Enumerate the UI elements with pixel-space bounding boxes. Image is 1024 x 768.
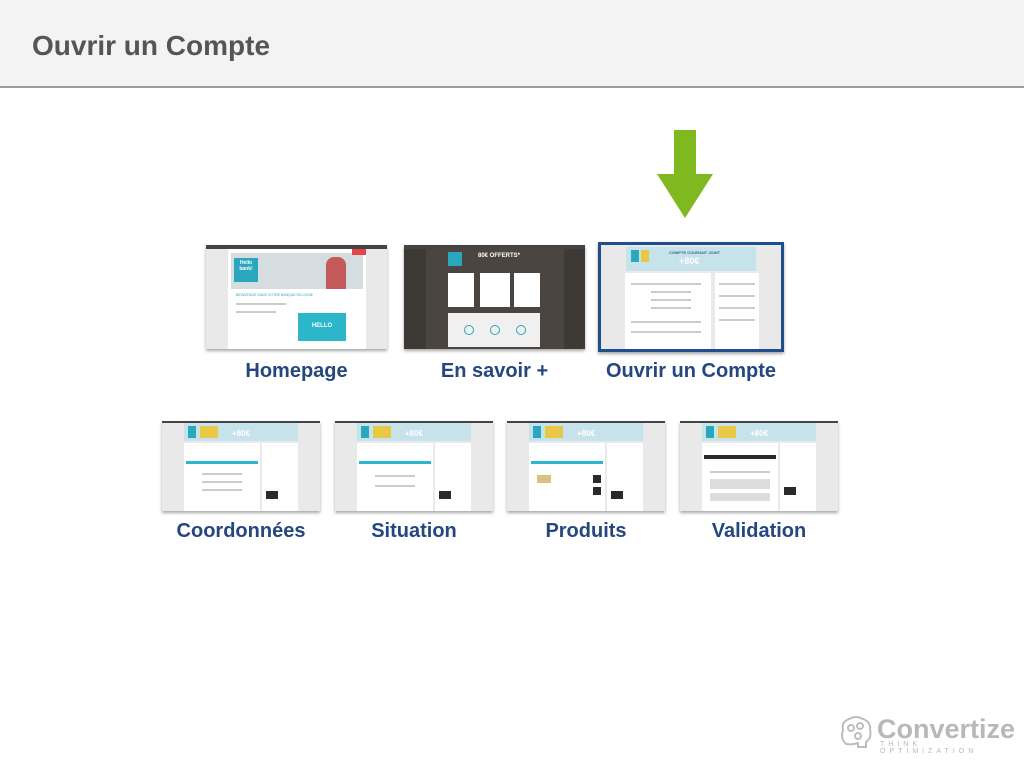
- header-bar: Ouvrir un Compte: [0, 0, 1024, 88]
- step-label-situation: Situation: [335, 520, 493, 543]
- thumbnail-produits[interactable]: +80€: [507, 421, 665, 511]
- validation-amount: +80€: [750, 429, 768, 438]
- thumbnail-situation[interactable]: +80€: [335, 421, 493, 511]
- thumbnail-en-savoir[interactable]: 80€ OFFERTS*: [404, 245, 585, 349]
- thumbnail-coordonnees[interactable]: +80€: [162, 421, 320, 511]
- compte-amount: +80€: [679, 256, 699, 266]
- step-label-ouvrir-compte: Ouvrir un Compte: [592, 360, 790, 383]
- step-label-produits: Produits: [507, 520, 665, 543]
- down-arrow-icon: [657, 130, 713, 218]
- situation-amount: +80€: [405, 429, 423, 438]
- savoir-offer: 80€ OFFERTS*: [478, 253, 520, 259]
- step-label-en-savoir: En savoir +: [404, 360, 585, 383]
- brain-icon: [838, 714, 874, 750]
- homepage-welcome: BIENVENUE DANS VOTRE BANQUE EN LIGNE: [236, 293, 313, 297]
- compte-title: COMPTE COURANT JOINT: [669, 250, 720, 255]
- page-title: Ouvrir un Compte: [32, 30, 270, 62]
- brand-tagline: THINK OPTIMIZATION: [880, 741, 1024, 755]
- thumbnail-homepage[interactable]: Hello bank! BIENVENUE DANS VOTRE BANQUE …: [206, 245, 387, 349]
- produits-amount: +80€: [577, 429, 595, 438]
- coordonnees-amount: +80€: [232, 429, 250, 438]
- step-label-homepage: Homepage: [206, 360, 387, 383]
- step-label-coordonnees: Coordonnées: [162, 520, 320, 543]
- step-label-validation: Validation: [680, 520, 838, 543]
- homepage-video-text: HELLO: [298, 323, 346, 329]
- homepage-logo-text: Hello bank!: [234, 260, 258, 272]
- thumbnail-ouvrir-compte[interactable]: COMPTE COURANT JOINT +80€: [598, 242, 784, 352]
- thumbnail-validation[interactable]: +80€: [680, 421, 838, 511]
